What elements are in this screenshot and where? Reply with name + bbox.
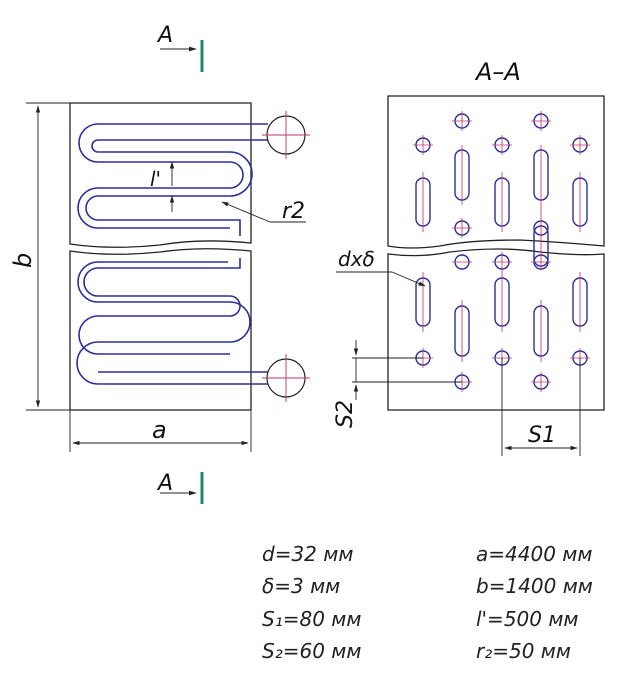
- section-mark-top-label: A: [156, 23, 173, 48]
- dimension-b: b: [9, 102, 70, 411]
- dimension-dxd-label: dxδ: [338, 247, 375, 271]
- param-s2: S₂=60 мм: [262, 639, 361, 663]
- dimension-r2-label: r2: [282, 199, 305, 224]
- param-r2: r₂=50 мм: [476, 639, 571, 663]
- section-mark-top: A: [156, 23, 204, 72]
- parameters-left: d=32 мм δ=3 мм S₁=80 мм S₂=60 мм: [262, 542, 361, 663]
- dimension-s2: S2: [333, 340, 462, 428]
- section-mark-bottom: A: [156, 471, 204, 504]
- param-s1: S₁=80 мм: [262, 607, 361, 631]
- param-delta: δ=3 мм: [262, 574, 340, 598]
- section-mark-bottom-label: A: [156, 471, 173, 496]
- dimension-dxd: dxδ: [336, 247, 426, 287]
- param-l: l'=500 мм: [476, 607, 579, 631]
- axis-lines: [413, 111, 590, 392]
- section-view: [387, 95, 605, 411]
- coil-pipe-lower: [76, 258, 268, 385]
- coil-frame-upper: [69, 102, 252, 248]
- dimension-s2-label: S2: [333, 400, 358, 428]
- param-d: d=32 мм: [262, 542, 353, 566]
- param-a: a=4400 мм: [476, 542, 592, 566]
- coil-view: [69, 102, 310, 411]
- dimension-l-label: l': [150, 167, 161, 191]
- coil-pipe-upper: [77, 123, 268, 236]
- section-title: A–A: [474, 58, 521, 86]
- dimension-a-label: a: [152, 416, 167, 444]
- dimension-l: l': [150, 161, 175, 212]
- dimension-r2: r2: [221, 199, 306, 224]
- dimension-b-label: b: [9, 253, 37, 268]
- parameters-right: a=4400 мм b=1400 мм l'=500 мм r₂=50 мм: [476, 542, 593, 663]
- dimension-s1: S1: [501, 358, 581, 456]
- section-frame-upper: [387, 95, 605, 249]
- param-b: b=1400 мм: [476, 574, 593, 598]
- coil-frame-lower: [69, 248, 252, 411]
- section-frame-lower: [387, 248, 605, 411]
- dimension-s1-label: S1: [528, 423, 556, 448]
- dimension-a: a: [69, 410, 252, 452]
